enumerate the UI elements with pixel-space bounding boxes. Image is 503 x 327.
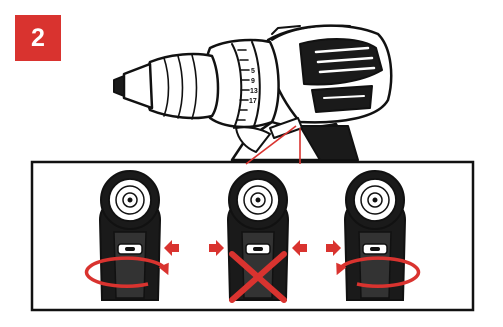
prohibited-x-icon [229, 251, 287, 303]
front-views [84, 170, 421, 303]
press-arrow-icon [209, 240, 224, 256]
press-arrow-icon [164, 240, 179, 256]
step-number-badge: 2 [15, 15, 61, 61]
speed-mark-4: 17 [249, 98, 257, 105]
press-arrow-icon [292, 240, 307, 256]
clockwise-arrow-icon [84, 256, 169, 288]
speed-mark-1: 5 [251, 68, 255, 75]
panel-forward-rotation [84, 170, 179, 301]
speed-ring-marks: 5 9 13 17 [249, 68, 258, 105]
callout-line-left [245, 125, 297, 165]
panel-reverse-rotation [326, 170, 421, 301]
press-arrow-icon [326, 240, 341, 256]
panel-both-sides-pressed [209, 170, 307, 303]
speed-mark-2: 9 [251, 78, 255, 85]
counterclockwise-arrow-icon [336, 256, 421, 288]
speed-mark-3: 13 [250, 88, 258, 95]
